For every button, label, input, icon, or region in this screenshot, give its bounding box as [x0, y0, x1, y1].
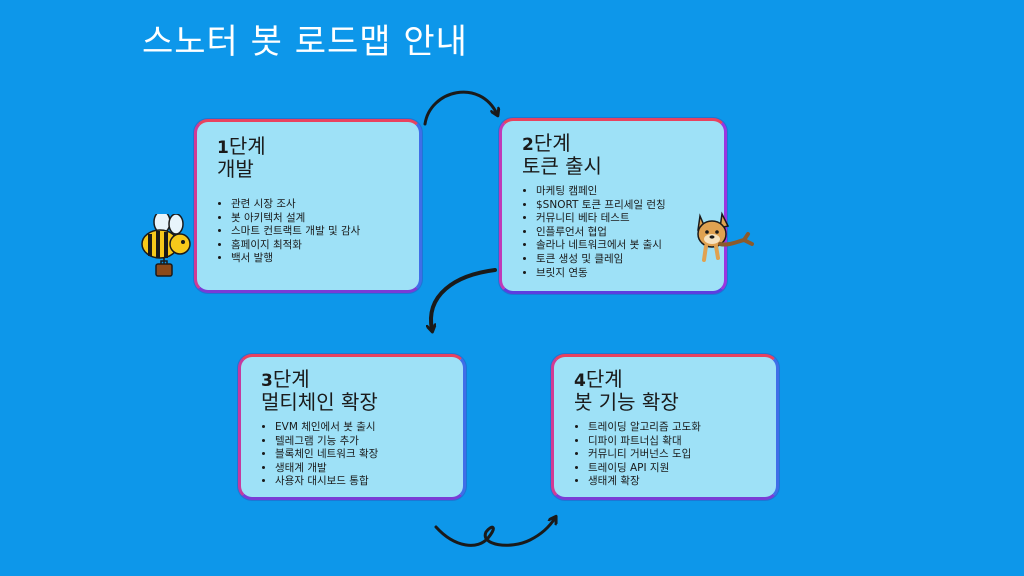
- stage-3-card: 3단계 멀티체인 확장 EVM 체인에서 봇 출시 텔레그램 기능 추가 블록체…: [238, 354, 466, 500]
- list-item: $SNORT 토큰 프리세일 런칭: [536, 199, 666, 213]
- list-item: 트레이딩 알고리즘 고도화: [588, 421, 701, 435]
- list-item: 텔레그램 기능 추가: [275, 435, 378, 449]
- stage-2-label: 단계: [533, 131, 571, 155]
- list-item: 사용자 대시보드 통합: [275, 475, 378, 489]
- stage-4-card: 4단계 봇 기능 확장 트레이딩 알고리즘 고도화 디파이 파트너십 확대 커뮤…: [551, 354, 779, 500]
- page-title: 스노터 봇 로드맵 안내: [142, 22, 468, 62]
- stage-4-number: 4: [574, 371, 586, 391]
- stage-3-number: 3: [261, 371, 273, 391]
- stage-3-heading: 3단계 멀티체인 확장: [261, 369, 378, 413]
- stage-2-title: 토큰 출시: [522, 154, 602, 178]
- list-item: 커뮤니티 베타 테스트: [536, 212, 666, 226]
- list-item: 트레이딩 API 지원: [588, 462, 701, 476]
- list-item: 생태계 개발: [275, 462, 378, 476]
- stage-2-number: 2: [522, 135, 534, 155]
- list-item: 브릿지 연동: [536, 267, 666, 281]
- stage-3-title: 멀티체인 확장: [261, 390, 378, 414]
- stage-2-card: 2단계 토큰 출시 마케팅 캠페인 $SNORT 토큰 프리세일 런칭 커뮤니티…: [499, 118, 727, 294]
- stage-4-title: 봇 기능 확장: [574, 390, 679, 414]
- list-item: 백서 발행: [231, 252, 360, 266]
- list-item: EVM 체인에서 봇 출시: [275, 421, 378, 435]
- stage-1-card: 1단계 개발 관련 시장 조사 봇 아키텍처 설계 스마트 컨트랙트 개발 및 …: [194, 119, 422, 293]
- list-item: 봇 아키텍처 설계: [231, 212, 360, 226]
- stage-1-title: 개발: [217, 157, 254, 181]
- stage-3-label: 단계: [272, 367, 310, 391]
- stage-4-label: 단계: [585, 367, 623, 391]
- list-item: 디파이 파트너십 확대: [588, 435, 701, 449]
- stage-1-label: 단계: [228, 134, 266, 158]
- dog-mascot-icon: [697, 211, 754, 262]
- stage-4-list: 트레이딩 알고리즘 고도화 디파이 파트너십 확대 커뮤니티 거버넌스 도입 트…: [574, 421, 701, 489]
- stage-3-list: EVM 체인에서 봇 출시 텔레그램 기능 추가 블록체인 네트워크 확장 생태…: [261, 421, 378, 489]
- stage-2-list: 마케팅 캠페인 $SNORT 토큰 프리세일 런칭 커뮤니티 베타 테스트 인플…: [522, 185, 666, 280]
- arrow-3-to-4: [434, 518, 555, 547]
- list-item: 인플루언서 협업: [536, 226, 666, 240]
- list-item: 블록체인 네트워크 확장: [275, 448, 378, 462]
- stage-4-heading: 4단계 봇 기능 확장: [574, 369, 679, 413]
- list-item: 관련 시장 조사: [231, 198, 360, 212]
- list-item: 토큰 생성 및 클레임: [536, 253, 666, 267]
- arrow-2-to-3: [431, 268, 497, 330]
- stage-2-heading: 2단계 토큰 출시: [522, 133, 602, 177]
- list-item: 마케팅 캠페인: [536, 185, 666, 199]
- list-item: 스마트 컨트랙트 개발 및 감사: [231, 225, 360, 239]
- list-item: 커뮤니티 거버넌스 도입: [588, 448, 701, 462]
- list-item: 홈페이지 최적화: [231, 239, 360, 253]
- list-item: 생태계 확장: [588, 475, 701, 489]
- arrow-1-to-2: [423, 90, 497, 126]
- bee-mascot-icon: [141, 214, 191, 277]
- stage-1-list: 관련 시장 조사 봇 아키텍처 설계 스마트 컨트랙트 개발 및 감사 홈페이지…: [217, 198, 360, 266]
- stage-1-heading: 1단계 개발: [217, 136, 266, 180]
- list-item: 솔라나 네트워크에서 봇 출시: [536, 239, 666, 253]
- stage-1-number: 1: [217, 138, 229, 158]
